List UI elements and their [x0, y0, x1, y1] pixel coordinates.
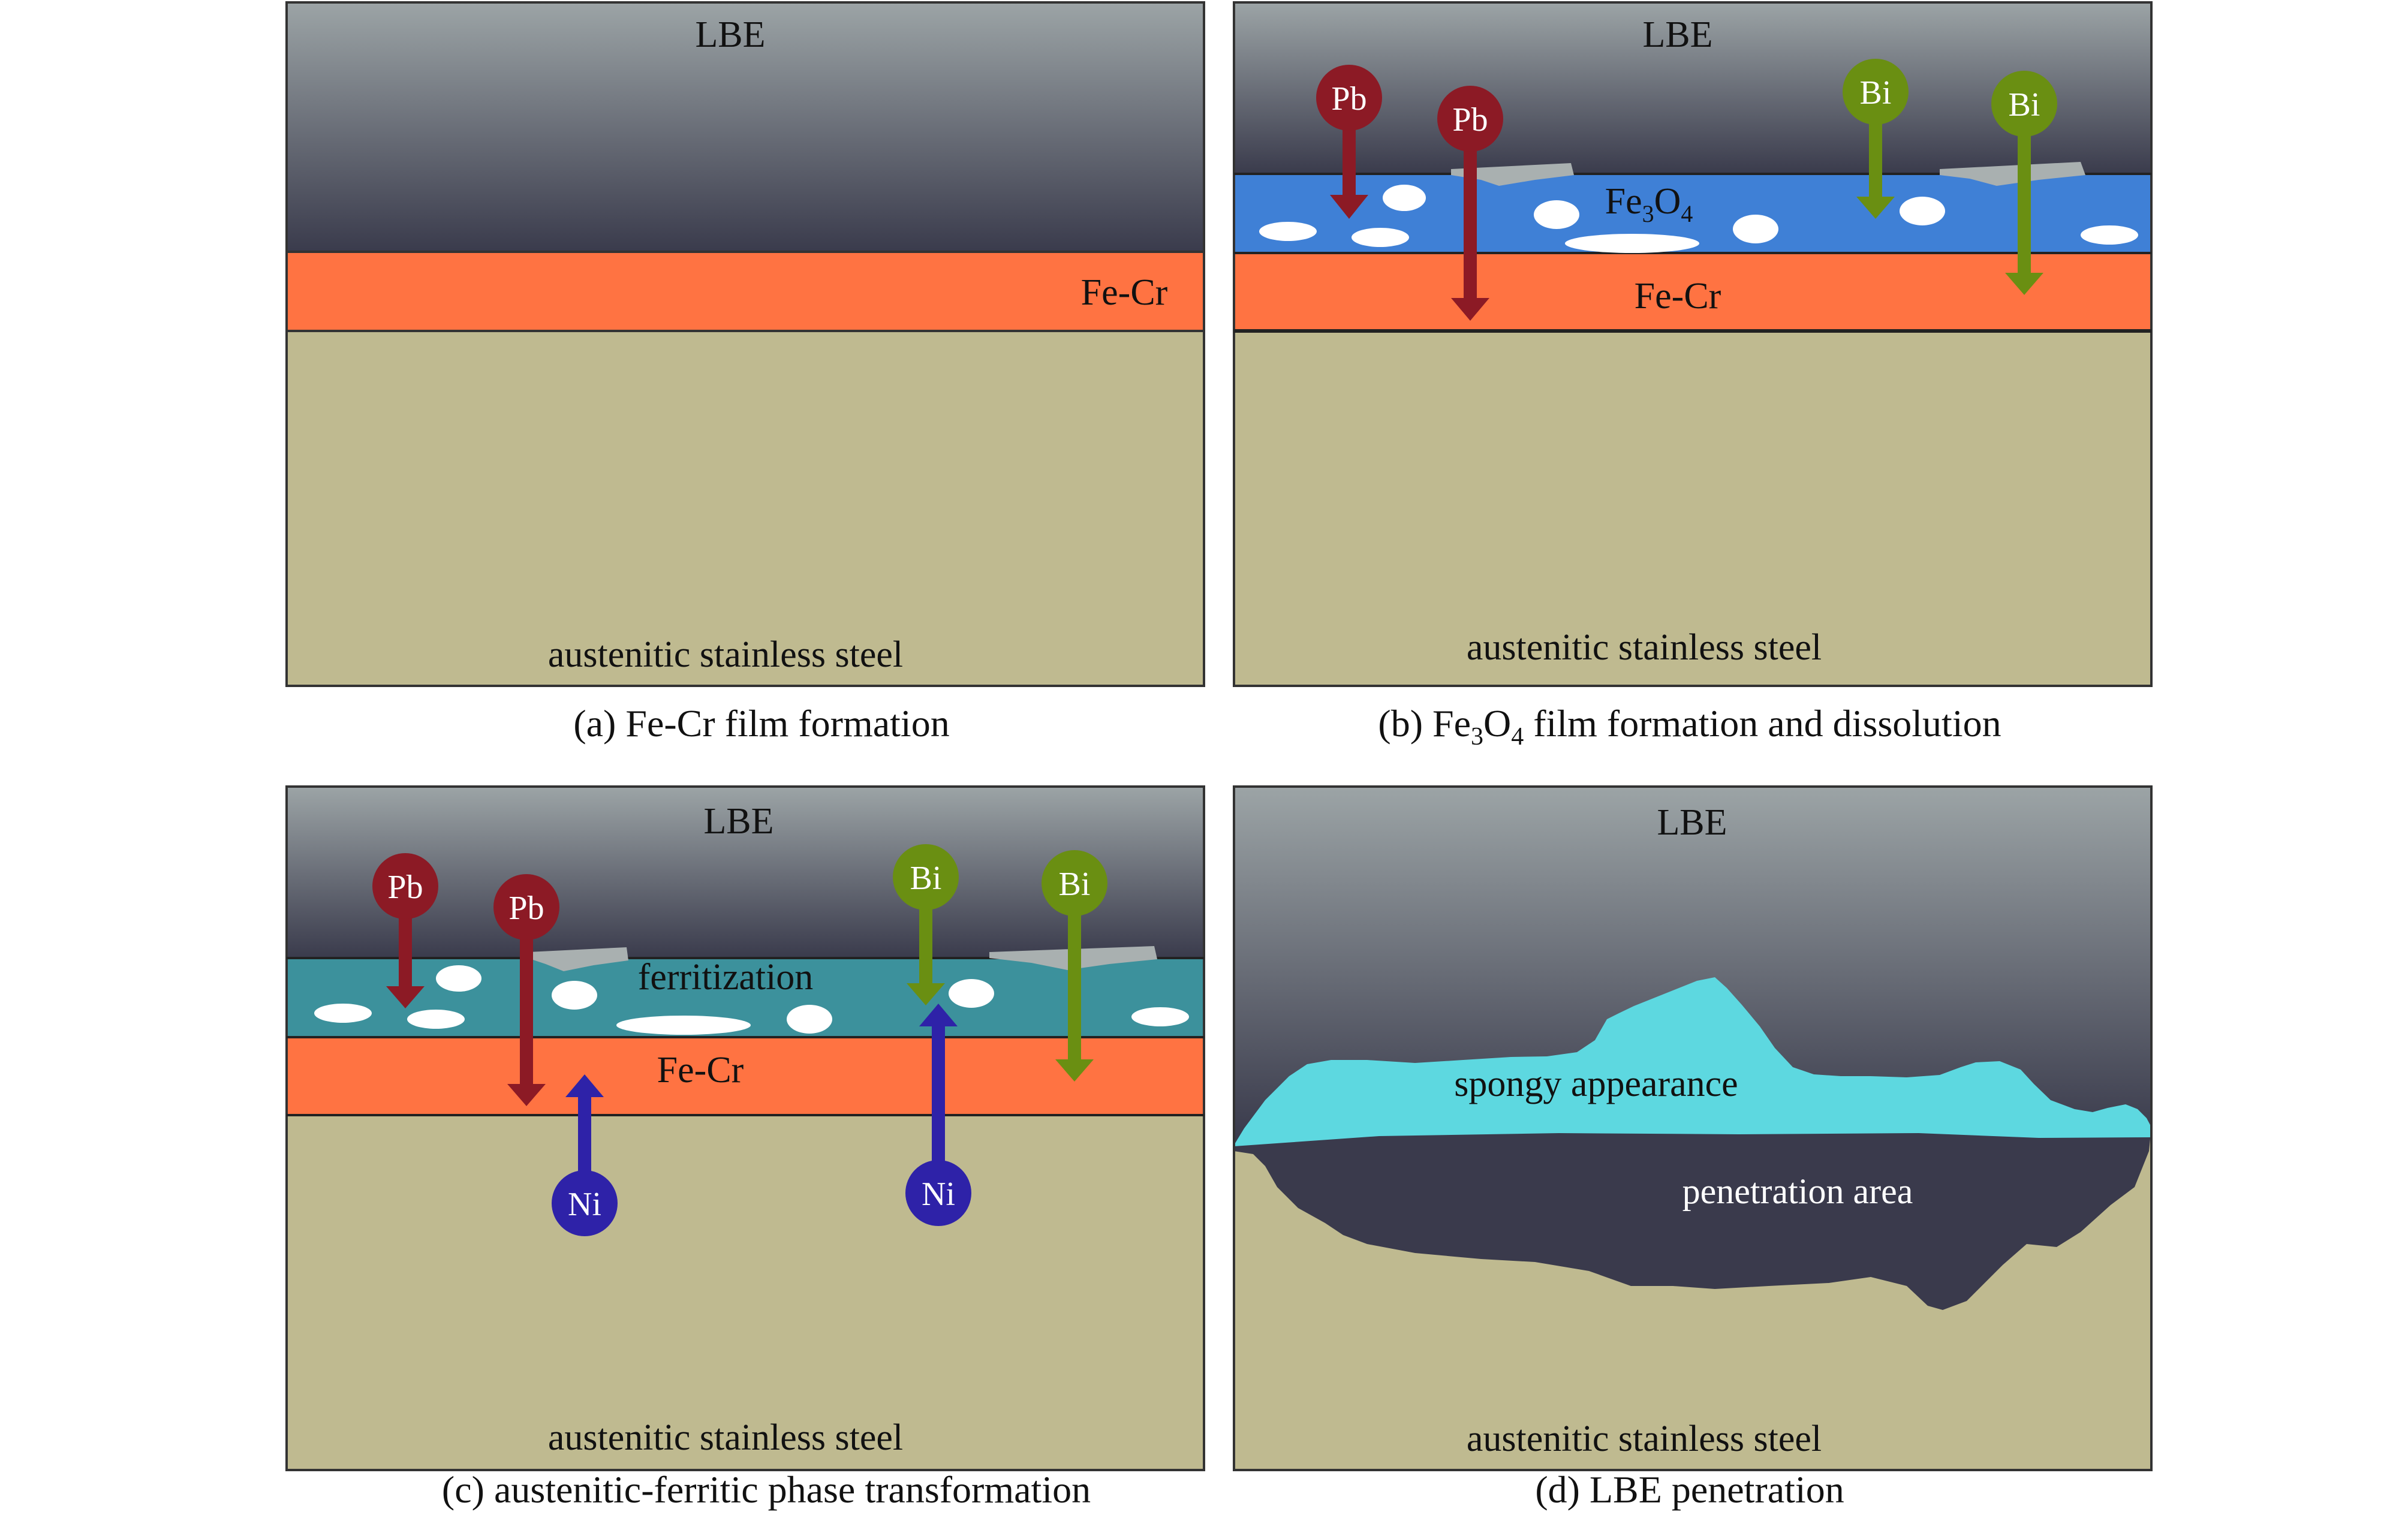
- panel-b-residue: [1451, 163, 1574, 186]
- panel-b-inclusion: [1383, 185, 1426, 211]
- panel-c-frame: [285, 785, 1205, 1471]
- panel-a-lbe-label: LBE: [695, 14, 765, 55]
- panel-d-penetration-label: penetration area: [1682, 1171, 1913, 1211]
- panel-d-frame: [1233, 785, 2153, 1471]
- panel-c-inclusion: [436, 965, 481, 992]
- bi-ion-label: Bi: [1860, 74, 1892, 112]
- bi-ion-arrow: Bi: [893, 844, 959, 1005]
- pb-ion-arrow: Pb: [1437, 86, 1503, 321]
- pb-ion: [1437, 86, 1503, 152]
- panel-b-inclusion: [2081, 225, 2138, 245]
- ni-ion-label: Ni: [922, 1176, 955, 1213]
- bi-ion-label: Bi: [2009, 86, 2040, 124]
- panel-b-inclusion: [1352, 228, 1409, 247]
- bi-ion-arrow: Bi: [1042, 850, 1107, 1082]
- panel-b-residue: [1940, 162, 2085, 186]
- bi-ion-arrow: Bi: [1991, 71, 2057, 295]
- panel-d: LBE spongy appearance penetration area a…: [1233, 785, 2153, 1511]
- bi-ion: [1042, 850, 1107, 916]
- panel-a-lbe-layer: [287, 2, 1204, 252]
- panel-d-lbe-label: LBE: [1657, 802, 1727, 843]
- panel-b-fecr-layer: [1234, 253, 2151, 331]
- panel-b-caption: (b) Fe3O4 film formation and dissolution: [1378, 702, 2001, 751]
- panel-c-steel-label: austenitic stainless steel: [548, 1417, 903, 1458]
- panel-c-inclusion: [949, 979, 994, 1008]
- panel-c-inclusion: [616, 1016, 751, 1035]
- panel-b-inclusion: [1259, 222, 1317, 241]
- ni-ion: [905, 1160, 971, 1226]
- pb-ion-label: Pb: [1452, 101, 1488, 138]
- pb-ion-label: Pb: [387, 869, 423, 906]
- panel-c-lbe-label: LBE: [703, 801, 773, 842]
- panel-c-inclusion: [552, 981, 597, 1010]
- bi-ion-arrow: Bi: [1843, 59, 1909, 219]
- panel-c-ferritization-label: ferritization: [638, 957, 814, 998]
- panel-b: Pb Pb Bi Bi LBE Fe3O4 Fe-Cr austenitic s…: [1233, 1, 2153, 751]
- panel-d-caption: (d) LBE penetration: [1535, 1468, 1844, 1511]
- panel-c-steel-layer: [287, 1115, 1204, 1470]
- panel-d-spongy-region: [1234, 977, 2151, 1146]
- panel-c-inclusion: [407, 1010, 465, 1029]
- bi-ion: [1991, 71, 2057, 137]
- panel-b-inclusion: [1565, 234, 1699, 253]
- panel-d-spongy-label: spongy appearance: [1454, 1064, 1738, 1104]
- panel-c-fecr-label: Fe-Cr: [657, 1050, 744, 1091]
- panel-a-steel-layer: [287, 331, 1204, 686]
- panel-c-inclusion: [314, 1004, 372, 1023]
- panel-c-residue: [528, 947, 628, 971]
- panel-a-caption: (a) Fe-Cr film formation: [573, 702, 949, 745]
- panel-b-inclusion: [1534, 200, 1579, 229]
- panel-c-fecr-layer: [287, 1037, 1204, 1115]
- panel-b-steel-layer: [1234, 331, 2151, 686]
- bi-ion: [1843, 59, 1909, 125]
- panel-b-inclusion: [1733, 215, 1778, 243]
- panel-b-inclusion: [1900, 197, 1945, 225]
- panel-a-frame: [285, 1, 1205, 687]
- panel-a-fecr-label: Fe-Cr: [1081, 272, 1168, 313]
- pb-ion-arrow: Pb: [372, 853, 438, 1008]
- panel-c: Pb Pb Bi Bi Ni: [285, 785, 1205, 1511]
- panel-c-caption: (c) austenitic-ferritic phase transforma…: [442, 1468, 1091, 1511]
- ni-ion: [552, 1170, 618, 1236]
- pb-ion-arrow: Pb: [1316, 65, 1382, 219]
- panel-b-frame: [1233, 1, 2153, 687]
- panel-a-fecr-layer: [287, 252, 1204, 331]
- bi-ion-label: Bi: [910, 860, 942, 897]
- ni-ion-arrow: Ni: [552, 1074, 618, 1236]
- panel-c-inclusion: [1131, 1007, 1189, 1026]
- pb-ion-label: Pb: [1331, 80, 1366, 118]
- pb-ion-arrow: Pb: [493, 874, 559, 1106]
- pb-ion-label: Pb: [508, 890, 544, 927]
- panel-b-steel-label: austenitic stainless steel: [1467, 627, 1822, 668]
- pb-ion: [1316, 65, 1382, 131]
- panel-b-fecr-label: Fe-Cr: [1635, 276, 1721, 317]
- panel-d-steel-label: austenitic stainless steel: [1467, 1418, 1822, 1459]
- panel-a: LBE Fe-Cr austenitic stainless steel (a)…: [285, 1, 1205, 745]
- pb-ion: [372, 853, 438, 919]
- bi-ion-label: Bi: [1059, 866, 1091, 903]
- bi-ion: [893, 844, 959, 910]
- panel-d-penetration-area: [1234, 1127, 2151, 1310]
- pb-ion: [493, 874, 559, 940]
- panel-c-inclusion: [787, 1005, 832, 1034]
- panel-a-steel-label: austenitic stainless steel: [548, 634, 903, 675]
- panel-b-lbe-label: LBE: [1642, 14, 1712, 55]
- panel-b-fe3o4-label: Fe3O4: [1605, 181, 1693, 227]
- ni-ion-label: Ni: [568, 1186, 601, 1223]
- ni-ion-arrow: Ni: [905, 1004, 971, 1226]
